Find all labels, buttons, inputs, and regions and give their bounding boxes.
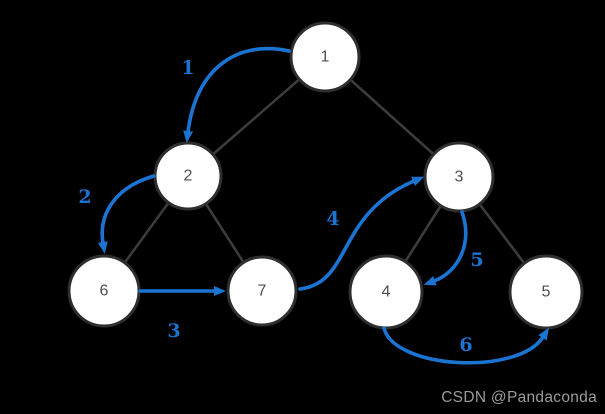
traversal-order-label-2: 2 (78, 186, 91, 208)
traversal-arrow-4 (298, 176, 425, 291)
traversal-order-label-1: 1 (181, 57, 194, 79)
tree-node-3 (423, 141, 495, 213)
tree-node-4 (348, 254, 424, 330)
traversal-order-label-4: 4 (326, 208, 339, 230)
watermark: CSDN @Pandaconda (441, 389, 597, 406)
tree-node-label-7: 7 (258, 283, 267, 300)
traversal-arrow-6 (382, 326, 549, 365)
traversal-order-label-6: 6 (459, 334, 472, 356)
tree-node-label-6: 6 (100, 283, 109, 300)
tree-node-label-2: 2 (184, 168, 193, 185)
traversal-order-label-5: 5 (470, 249, 483, 271)
tree-node-label-1: 1 (321, 49, 330, 66)
traversal-arrow-2 (97, 174, 156, 254)
tree-node-label-3: 3 (455, 169, 464, 186)
tree-node-label-5: 5 (542, 284, 551, 301)
traversal-arrow-5 (423, 210, 468, 286)
traversal-order-label-3: 3 (167, 320, 180, 342)
tree-node-1 (289, 21, 361, 93)
tree-node-7 (226, 255, 298, 327)
traversal-arrow-1 (183, 46, 291, 143)
tree-node-label-4: 4 (382, 284, 391, 301)
